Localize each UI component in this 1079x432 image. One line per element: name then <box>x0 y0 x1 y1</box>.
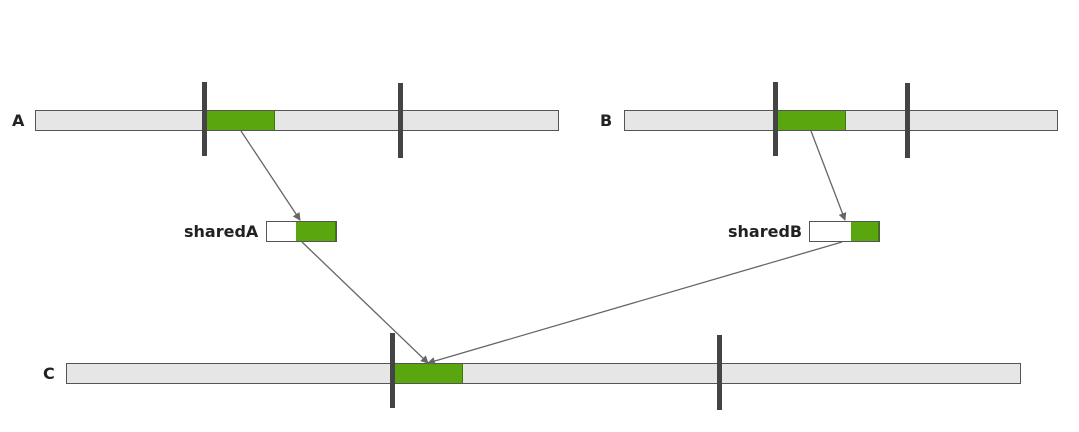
shared-b-segment <box>851 222 879 241</box>
arrow-b-to-shared-b <box>810 130 847 221</box>
arrow-shared-a-to-c <box>301 241 429 364</box>
array-b-tick-1 <box>773 82 778 156</box>
label-b: B <box>600 111 613 130</box>
label-shared-a: sharedA <box>184 222 259 241</box>
array-c-tick-2 <box>717 335 722 410</box>
array-a-tick-1 <box>202 82 207 156</box>
shared-a-segment <box>296 222 336 241</box>
array-a-tick-2 <box>398 83 403 158</box>
label-shared-b: sharedB <box>728 222 803 241</box>
arrow-shared-b-to-c <box>427 241 843 365</box>
label-c: C <box>43 364 55 383</box>
array-b-tick-2 <box>905 83 910 158</box>
array-b-segment <box>777 111 846 130</box>
label-a: A <box>12 111 25 130</box>
array-c-tick-1 <box>390 333 395 408</box>
arrow-a-to-shared-a <box>240 130 301 221</box>
array-a-segment <box>206 111 275 130</box>
array-c <box>66 363 1021 384</box>
array-a <box>35 110 559 131</box>
array-c-segment <box>394 364 463 383</box>
